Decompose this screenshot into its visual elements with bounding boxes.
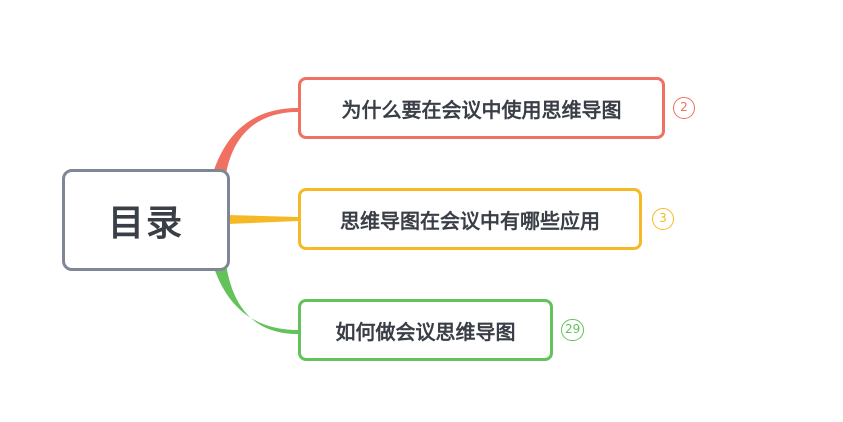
branch-2-count-badge[interactable]: 3 bbox=[652, 208, 674, 230]
root-node[interactable]: 目录 bbox=[62, 169, 230, 271]
connector-branch-1 bbox=[214, 108, 298, 174]
branch-1-count-badge[interactable]: 2 bbox=[673, 97, 695, 119]
branch-label-1: 为什么要在会议中使用思维导图 bbox=[341, 97, 622, 122]
connector-branch-2 bbox=[228, 215, 298, 224]
branch-node-3[interactable]: 如何做会议思维导图 bbox=[298, 299, 553, 361]
branch-3-count-badge[interactable]: 29 bbox=[561, 319, 585, 341]
branch-node-1[interactable]: 为什么要在会议中使用思维导图 bbox=[298, 77, 665, 139]
branch-node-2[interactable]: 思维导图在会议中有哪些应用 bbox=[298, 188, 642, 250]
root-label: 目录 bbox=[107, 203, 184, 244]
branch-label-3: 如何做会议思维导图 bbox=[335, 319, 516, 344]
branch-label-2: 思维导图在会议中有哪些应用 bbox=[340, 208, 600, 233]
connector-branch-3 bbox=[214, 264, 298, 334]
